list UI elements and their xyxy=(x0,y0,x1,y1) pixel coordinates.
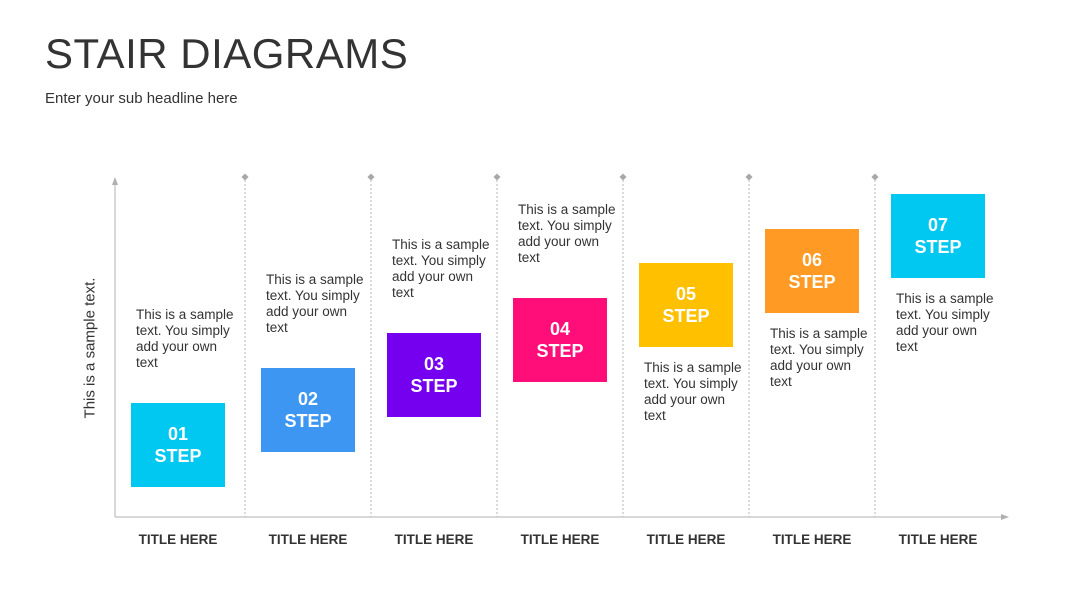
column-dividers xyxy=(241,173,879,517)
step-number: 03 xyxy=(423,354,445,374)
column-title: TITLE HERE xyxy=(646,532,726,547)
divider-diamond-icon xyxy=(871,173,879,181)
step-number: 07 xyxy=(927,215,949,235)
step-description: This is a sample text. You simply add yo… xyxy=(392,237,490,300)
column-title: TITLE HERE xyxy=(772,532,852,547)
column-title: TITLE HERE xyxy=(394,532,474,547)
step-number: 01 xyxy=(167,424,189,444)
step-label: STEP xyxy=(154,446,202,466)
step-description: This is a sample text. You simply add yo… xyxy=(136,307,234,370)
step-number: 05 xyxy=(675,284,697,304)
y-axis-arrow xyxy=(112,177,118,185)
step-label: STEP xyxy=(662,306,710,326)
step-label: STEP xyxy=(410,376,458,396)
step-description: This is a sample text. You simply add yo… xyxy=(518,202,616,265)
step-number: 06 xyxy=(801,250,823,270)
step-number: 04 xyxy=(549,319,571,339)
step-description: This is a sample text. You simply add yo… xyxy=(644,360,742,423)
step-number: 02 xyxy=(297,389,319,409)
divider-diamond-icon xyxy=(367,173,375,181)
column-title: TITLE HERE xyxy=(520,532,600,547)
step-label: STEP xyxy=(788,272,836,292)
page-title: STAIR DIAGRAMS xyxy=(45,30,409,77)
step-label: STEP xyxy=(536,341,584,361)
column-title: TITLE HERE xyxy=(138,532,218,547)
x-axis-arrow xyxy=(1001,514,1009,520)
step-description: This is a sample text. You simply add yo… xyxy=(770,326,868,389)
divider-diamond-icon xyxy=(241,173,249,181)
step-label: STEP xyxy=(284,411,332,431)
divider-diamond-icon xyxy=(493,173,501,181)
step-description: This is a sample text. You simply add yo… xyxy=(266,272,364,335)
column-title: TITLE HERE xyxy=(898,532,978,547)
page-subtitle: Enter your sub headline here xyxy=(45,90,238,107)
step-description: This is a sample text. You simply add yo… xyxy=(896,291,994,354)
divider-diamond-icon xyxy=(619,173,627,181)
divider-diamond-icon xyxy=(745,173,753,181)
step-label: STEP xyxy=(914,237,962,257)
column-title: TITLE HERE xyxy=(268,532,348,547)
